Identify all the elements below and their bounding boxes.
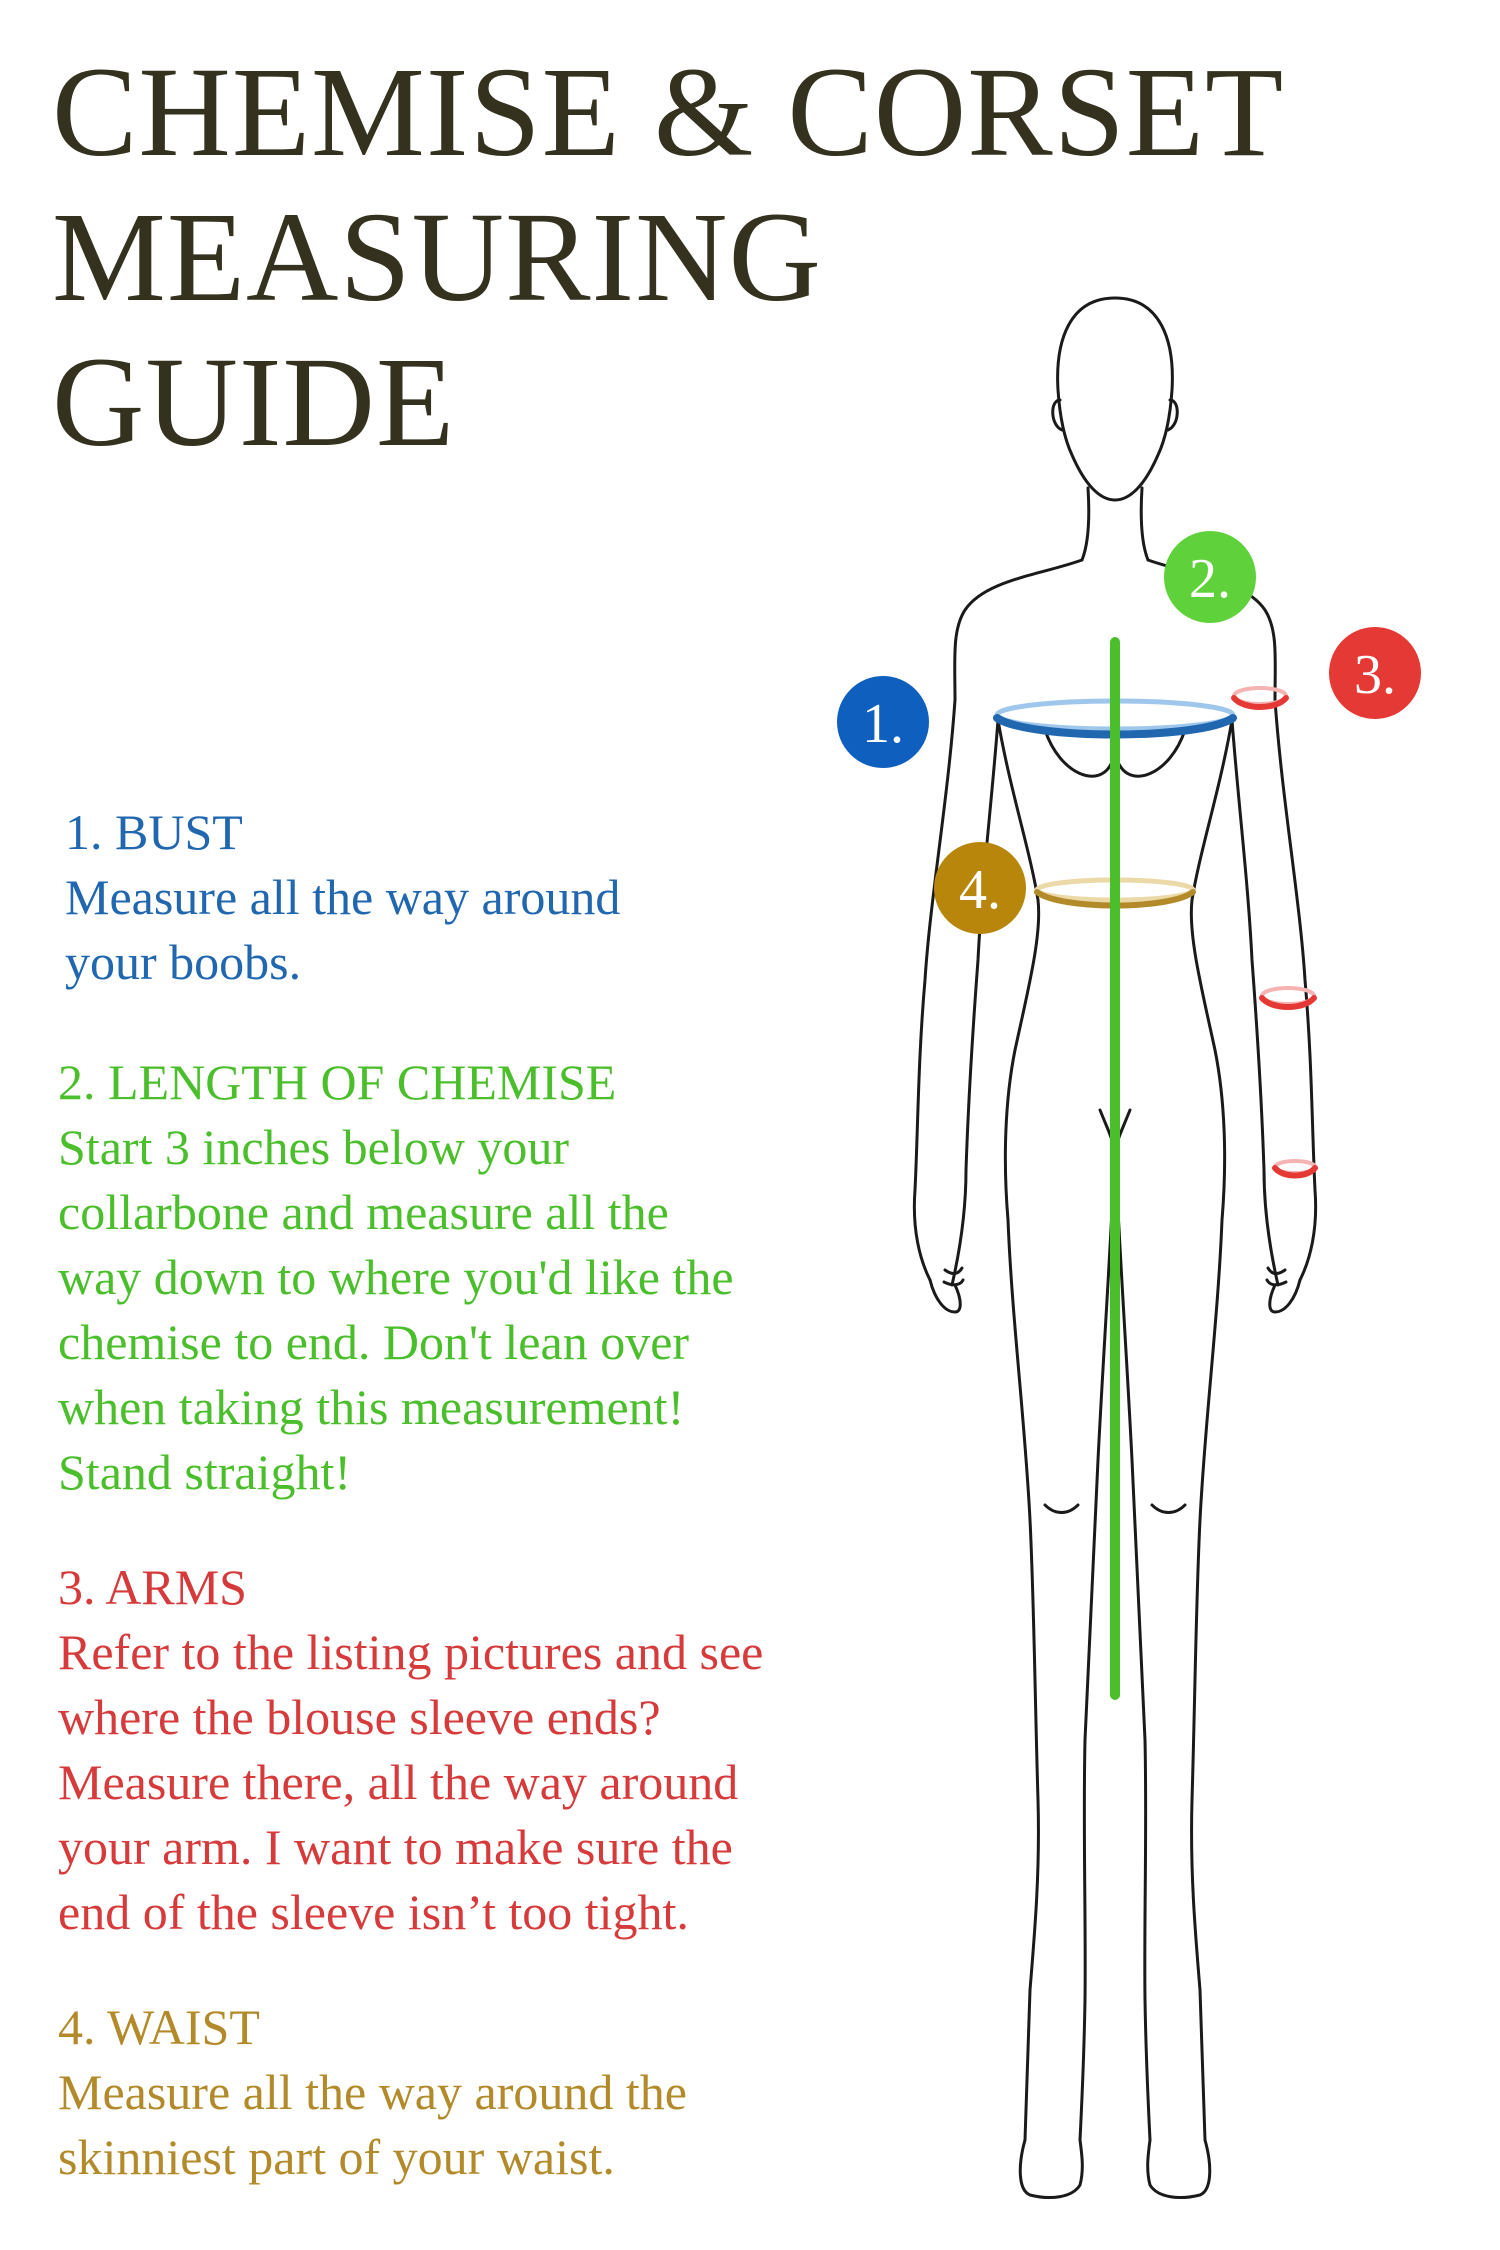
knee-left bbox=[1043, 1503, 1080, 1514]
waist-section: 4. WAIST Measure all the way around the … bbox=[58, 1995, 958, 2190]
page-title: CHEMISE & CORSET MEASURING GUIDE bbox=[52, 40, 1352, 475]
left-foot bbox=[1018, 2138, 1084, 2199]
left-leg-outer bbox=[1006, 1218, 1040, 2142]
neck-left bbox=[1080, 486, 1091, 562]
ear-right bbox=[1166, 398, 1179, 432]
length-section: 2. LENGTH OF CHEMISE Start 3 inches belo… bbox=[58, 1050, 958, 1505]
torso-right bbox=[1189, 718, 1234, 1222]
bust-text-line: Measure all the way around bbox=[65, 869, 621, 925]
title-line-1: CHEMISE & CORSET bbox=[52, 41, 1285, 183]
left-fingers bbox=[942, 1266, 965, 1287]
waist-text-line: Measure all the way around the bbox=[58, 2064, 687, 2120]
marker-3-label: 3. bbox=[1354, 644, 1396, 706]
right-foot bbox=[1146, 2138, 1212, 2199]
length-text-line: when taking this measurement! bbox=[58, 1379, 685, 1435]
marker-2: 2. bbox=[1164, 531, 1256, 623]
length-text-line: Stand straight! bbox=[58, 1444, 352, 1500]
marker-3: 3. bbox=[1329, 627, 1421, 719]
neck-right bbox=[1139, 486, 1150, 562]
bust-section: 1. BUST Measure all the way around your … bbox=[65, 800, 965, 995]
arms-section: 3. ARMS Refer to the listing pictures an… bbox=[58, 1555, 958, 1945]
length-text-line: way down to where you'd like the bbox=[58, 1249, 734, 1305]
right-arm-inner bbox=[1230, 718, 1280, 1287]
waist-heading: 4. WAIST bbox=[58, 1999, 260, 2055]
marker-1: 1. bbox=[837, 676, 929, 768]
right-fingers bbox=[1265, 1266, 1288, 1287]
marker-4: 4. bbox=[934, 842, 1026, 934]
length-text-line: chemise to end. Don't lean over bbox=[58, 1314, 690, 1370]
ear-left bbox=[1051, 398, 1064, 432]
marker-1-label: 1. bbox=[862, 693, 904, 755]
upper-arm-band bbox=[1231, 695, 1289, 710]
length-heading: 2. LENGTH OF CHEMISE bbox=[58, 1054, 617, 1110]
arms-text-line: Refer to the listing pictures and see bbox=[58, 1624, 764, 1680]
wrist-band bbox=[1272, 1165, 1318, 1179]
arms-text-line: where the blouse sleeve ends? bbox=[58, 1689, 661, 1745]
right-leg-outer bbox=[1190, 1218, 1224, 2142]
left-hand bbox=[928, 1278, 962, 1314]
bust-text-line: your boobs. bbox=[65, 934, 302, 990]
arm-bands bbox=[1231, 686, 1318, 1179]
right-arm-outer bbox=[1273, 698, 1318, 1282]
bust-curve-right bbox=[1116, 728, 1187, 778]
title-line-3: GUIDE bbox=[52, 331, 456, 473]
arms-text-line: Measure there, all the way around bbox=[58, 1754, 739, 1810]
left-leg-inner bbox=[1078, 1148, 1117, 2142]
bust-heading: 1. BUST bbox=[65, 804, 243, 860]
arms-text-line: end of the sleeve isn’t too tight. bbox=[58, 1884, 689, 1940]
marker-4-label: 4. bbox=[959, 859, 1001, 921]
head-outline bbox=[1056, 296, 1174, 502]
right-hand bbox=[1268, 1278, 1302, 1314]
right-leg-inner bbox=[1113, 1148, 1152, 2142]
shoulder-left bbox=[953, 558, 1084, 702]
title-line-2: MEASURING bbox=[52, 186, 822, 328]
waist-text-line: skinniest part of your waist. bbox=[58, 2129, 615, 2185]
length-text-line: collarbone and measure all the bbox=[58, 1184, 669, 1240]
body-outline bbox=[912, 296, 1318, 2199]
left-arm-outer bbox=[912, 698, 957, 1282]
left-arm-inner bbox=[950, 718, 1000, 1287]
forearm-band bbox=[1259, 995, 1317, 1010]
torso-left bbox=[996, 718, 1041, 1222]
marker-2-label: 2. bbox=[1189, 548, 1231, 610]
length-text-line: Start 3 inches below your bbox=[58, 1119, 570, 1175]
arms-heading: 3. ARMS bbox=[58, 1559, 247, 1615]
arms-text-line: your arm. I want to make sure the bbox=[58, 1819, 733, 1875]
knee-right bbox=[1150, 1503, 1187, 1514]
bust-curve-left bbox=[1043, 728, 1114, 778]
